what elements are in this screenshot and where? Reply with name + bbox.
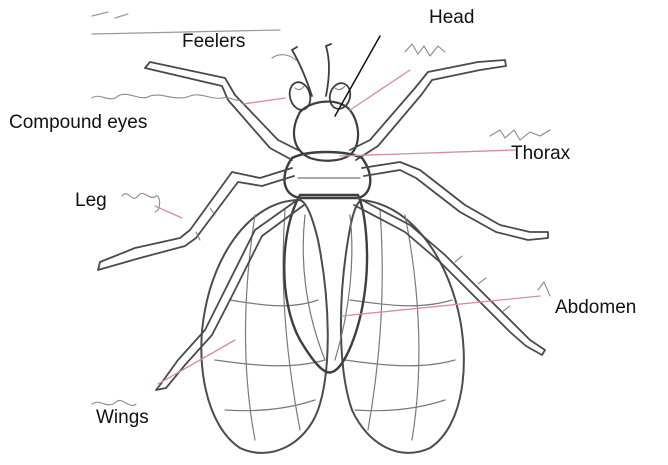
feelers-shape bbox=[292, 44, 331, 96]
compound-eyes-shape bbox=[287, 80, 353, 112]
label-abdomen: Abdomen bbox=[555, 298, 636, 317]
label-head: Head bbox=[429, 8, 474, 27]
wing-right bbox=[341, 200, 464, 453]
legs bbox=[98, 60, 548, 390]
label-leg: Leg bbox=[75, 191, 107, 210]
label-compound-eyes: Compound eyes bbox=[9, 113, 147, 132]
head-leader-line bbox=[335, 36, 380, 116]
label-feelers: Feelers bbox=[182, 32, 245, 51]
wing-left bbox=[201, 200, 327, 453]
label-thorax: Thorax bbox=[511, 144, 570, 163]
label-wings: Wings bbox=[96, 408, 149, 427]
leader-lines-red bbox=[155, 70, 540, 384]
